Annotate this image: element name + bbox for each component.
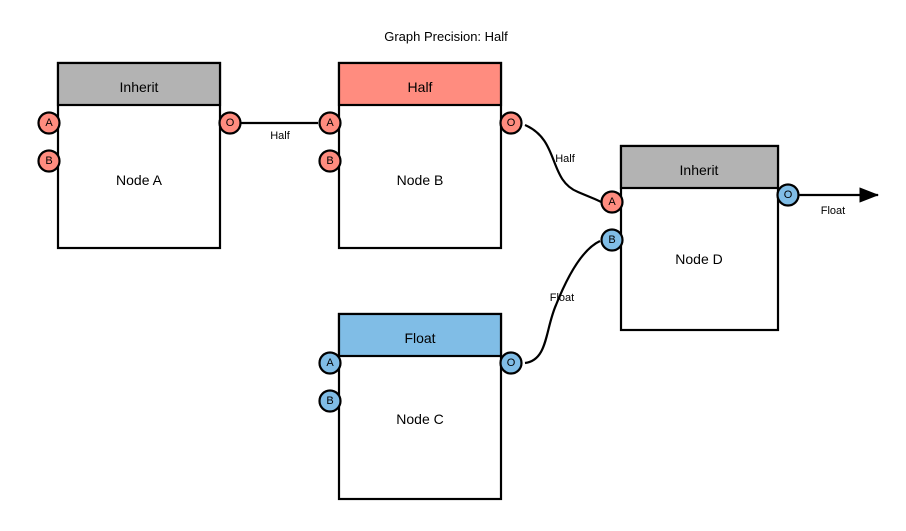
node-c-name: Node C xyxy=(396,411,443,427)
edge-d-out-label: Float xyxy=(821,205,845,217)
node-c[interactable]: Float Node C A B O xyxy=(318,312,523,501)
node-c-port-a-circle xyxy=(318,351,342,375)
node-c-port-b-label: B xyxy=(326,395,333,407)
node-b-port-o[interactable]: O xyxy=(499,111,523,135)
node-c-port-o[interactable]: O xyxy=(499,351,523,375)
node-c-port-o-circle xyxy=(499,351,523,375)
edge-a-to-b-label: Half xyxy=(270,130,291,142)
node-b-header xyxy=(337,61,503,107)
node-b-precision-label: Half xyxy=(408,79,433,95)
node-d[interactable]: Inherit Node D A B O xyxy=(600,144,800,332)
edge-a-to-b[interactable]: Half xyxy=(241,121,318,142)
node-d-port-a-circle xyxy=(600,190,624,214)
node-a-port-b-label: B xyxy=(45,155,52,167)
node-b-port-b-label: B xyxy=(326,155,333,167)
node-d-port-o-label: O xyxy=(784,189,793,201)
node-d-port-o-circle xyxy=(776,183,800,207)
edge-d-out[interactable]: Float xyxy=(799,187,880,217)
node-d-port-o[interactable]: O xyxy=(776,183,800,207)
node-b-port-a-circle xyxy=(318,111,342,135)
page-title: Graph Precision: Half xyxy=(384,29,508,44)
node-a-port-a-label: A xyxy=(45,117,53,129)
node-a-precision-label: Inherit xyxy=(120,79,159,95)
edge-c-to-d[interactable]: Float xyxy=(524,240,601,365)
node-d-port-a-label: A xyxy=(608,196,616,208)
node-b-port-b[interactable]: B xyxy=(318,149,342,173)
node-a-name: Node A xyxy=(116,172,163,188)
node-b-port-b-circle xyxy=(318,149,342,173)
node-c-header xyxy=(337,312,503,358)
node-a-port-a[interactable]: A xyxy=(37,111,61,135)
node-a[interactable]: Inherit Node A A B O xyxy=(37,61,242,250)
edge-b-to-d-label: Half xyxy=(555,153,576,165)
node-d-port-a[interactable]: A xyxy=(600,190,624,214)
node-a-port-b-circle xyxy=(37,149,61,173)
node-c-precision-label: Float xyxy=(404,330,435,346)
node-a-port-o-circle xyxy=(218,111,242,135)
node-c-port-a[interactable]: A xyxy=(318,351,342,375)
node-a-port-o-label: O xyxy=(226,117,235,129)
node-b-port-a-label: A xyxy=(326,117,334,129)
node-c-port-b[interactable]: B xyxy=(318,389,342,413)
node-c-port-a-label: A xyxy=(326,357,334,369)
edge-c-to-d-path xyxy=(524,240,601,365)
edge-c-to-d-label: Float xyxy=(550,292,574,304)
node-b[interactable]: Half Node B A B O xyxy=(318,61,523,250)
node-d-port-b-label: B xyxy=(608,234,615,246)
node-a-header xyxy=(56,61,222,107)
node-b-port-o-label: O xyxy=(507,117,516,129)
node-c-port-o-label: O xyxy=(507,357,516,369)
node-d-name: Node D xyxy=(675,251,722,267)
node-b-port-o-circle xyxy=(499,111,523,135)
edge-b-to-d-path xyxy=(524,123,602,203)
node-c-port-b-circle xyxy=(318,389,342,413)
node-a-port-o[interactable]: O xyxy=(218,111,242,135)
node-d-precision-label: Inherit xyxy=(680,162,719,178)
edge-b-to-d[interactable]: Half xyxy=(524,123,602,203)
node-d-port-b-circle xyxy=(600,228,624,252)
node-d-port-b[interactable]: B xyxy=(600,228,624,252)
node-a-port-b[interactable]: B xyxy=(37,149,61,173)
node-a-port-a-circle xyxy=(37,111,61,135)
node-b-port-a[interactable]: A xyxy=(318,111,342,135)
node-d-header xyxy=(619,144,780,190)
node-b-name: Node B xyxy=(397,172,444,188)
